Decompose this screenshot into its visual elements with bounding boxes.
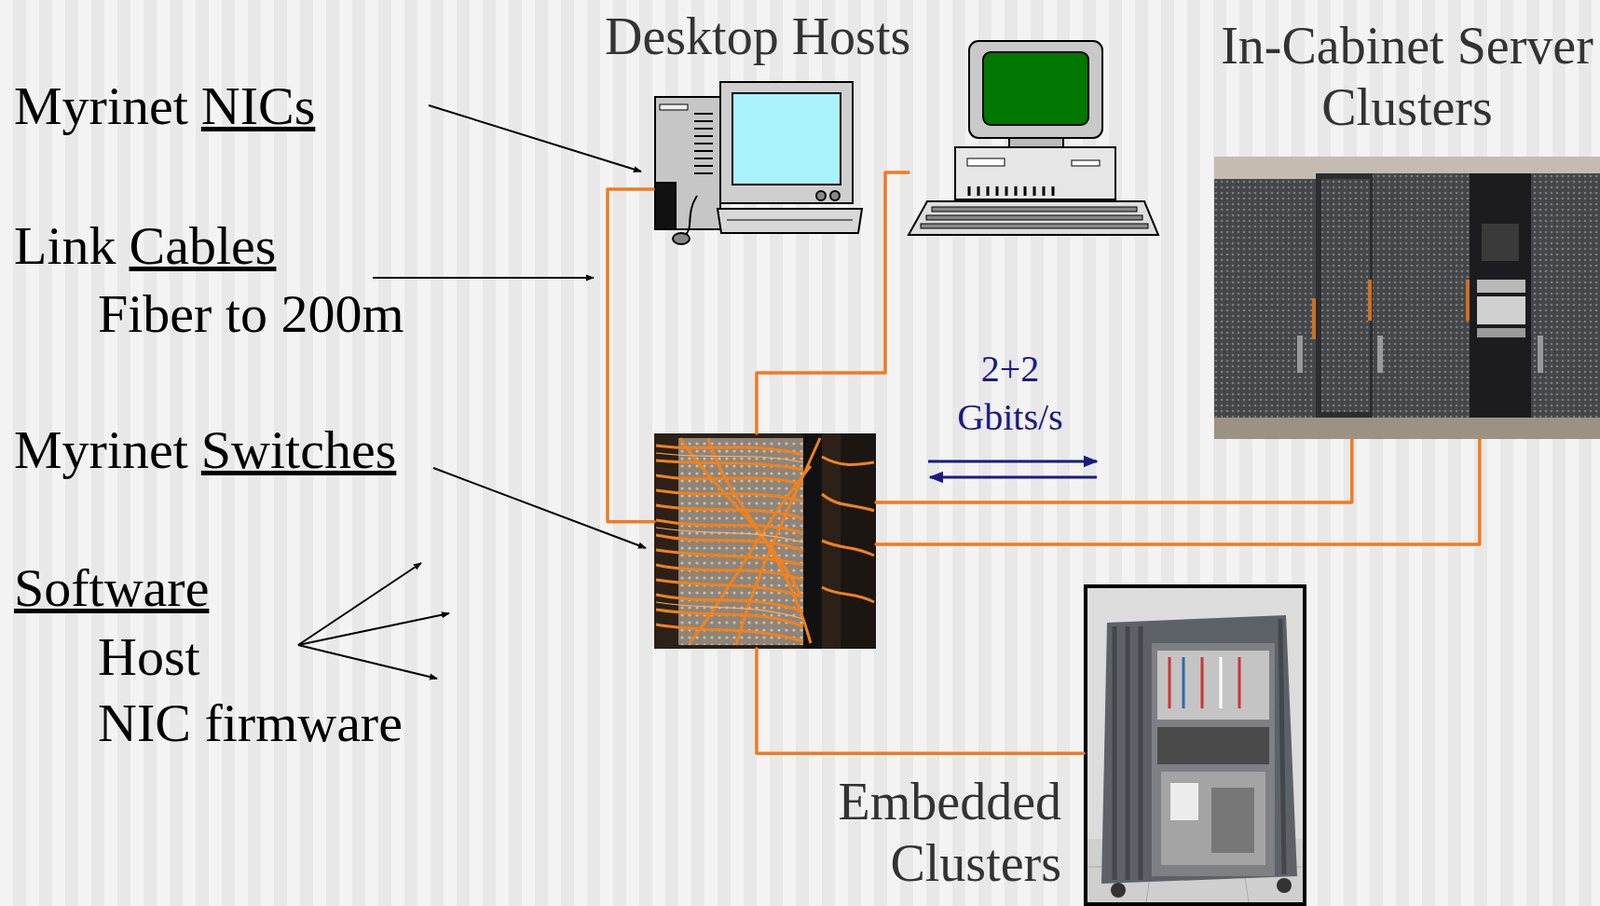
node-heading: Desktop Hosts [604,5,911,68]
desktop-computer [655,82,862,245]
node-heading: Embedded Clusters [781,770,1062,894]
cabinet-photo [1214,156,1600,439]
link-cable [756,172,909,434]
edge-label: 2+2 Gbits/s [940,344,1081,442]
link-cable [875,438,1353,503]
link-cable [607,189,655,522]
leader-arrows [298,105,646,679]
node-heading: In-Cabinet Server Clusters [1220,14,1594,138]
desktop-host: Desktop Hosts [653,82,862,246]
desktop-computer [908,41,1159,235]
embedded-photo [1085,586,1305,904]
callout-label: Switches [201,419,397,481]
myrinet-switch [654,433,876,649]
server-cabinet: In-Cabinet Server Clusters [1214,156,1600,439]
link-cable [756,648,1084,753]
callout-label: Link [13,215,117,277]
bandwidth-arrows [928,461,1097,478]
desktop-host [908,41,1159,235]
callout-label: Cables [129,215,277,277]
callout-label: Myrinet [13,75,189,137]
callout-label: Host [97,626,201,688]
callout-label: Fiber to 200m [97,283,405,345]
callout-label: Myrinet [13,419,189,481]
switch-photo [654,433,876,649]
link-cable [875,438,1480,545]
embedded-cluster: Embedded Clusters [1083,584,1307,906]
callout-label: Software [13,557,209,619]
callout-label: NIC firmware [97,692,403,754]
callout-label: NICs [201,75,315,137]
